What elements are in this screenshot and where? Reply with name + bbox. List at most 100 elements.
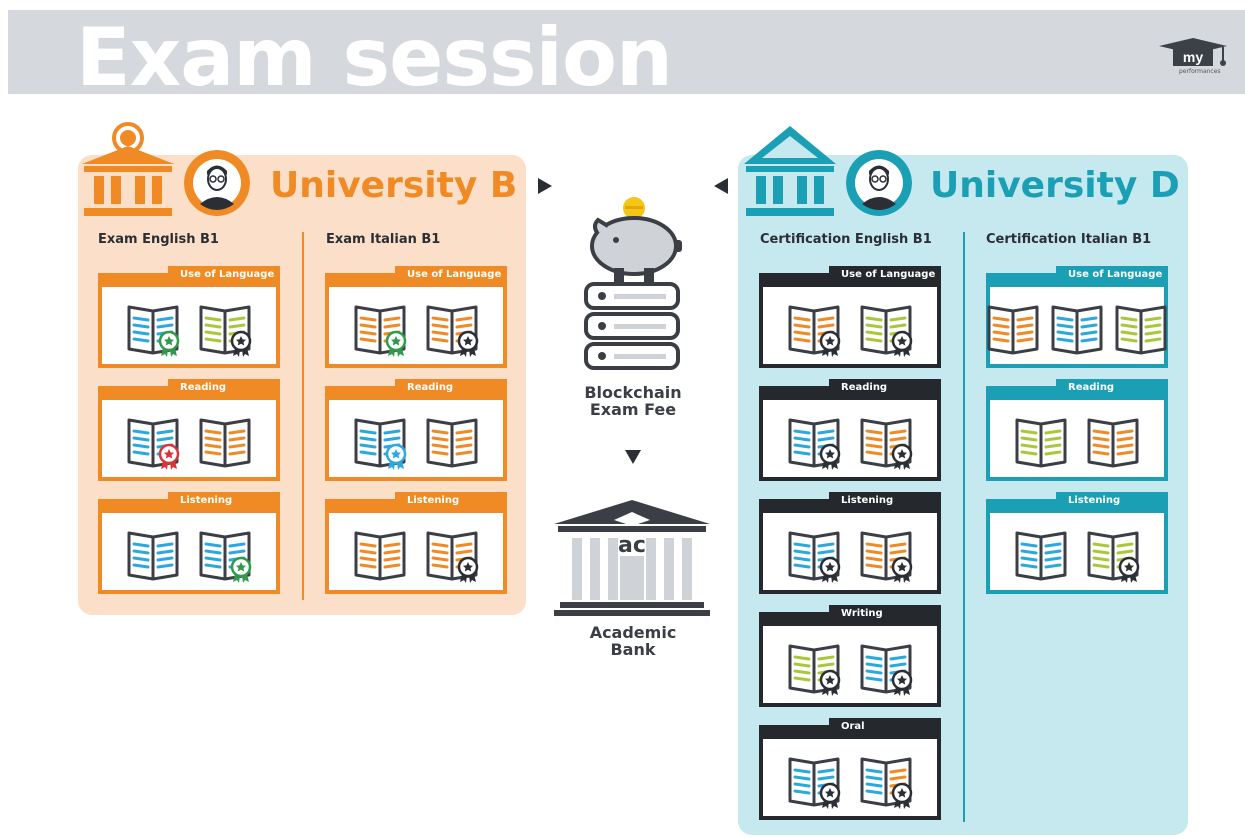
certified-book-icon [784, 412, 844, 472]
certified-book-icon [422, 299, 482, 359]
card-body [98, 396, 280, 481]
card-books [763, 412, 937, 472]
card-body [759, 396, 941, 481]
card-books [763, 525, 937, 585]
exam-card-use-of-language: Use of Language [325, 266, 507, 368]
open-book-icon [1011, 525, 1071, 585]
exam-card-listening: Listening [98, 492, 280, 594]
university-d-building-icon [744, 126, 836, 216]
card-tab-label: Writing [829, 605, 941, 623]
card-header-strip [325, 499, 396, 511]
card-header-strip [759, 273, 830, 285]
card-books [102, 299, 276, 359]
logo-subtitle: performances [1179, 68, 1221, 75]
card-books [102, 412, 276, 472]
card-body [986, 283, 1168, 368]
open-book-icon [983, 299, 1043, 359]
university-d-avatar-icon [846, 150, 912, 216]
card-books [763, 751, 937, 811]
card-tab-label: Listening [829, 492, 941, 510]
blockchain-piggy-server-icon [584, 197, 682, 370]
card-books [102, 525, 276, 585]
header-bar: Exam session my performances [8, 10, 1245, 94]
certified-book-icon [123, 412, 183, 472]
open-book-icon [1083, 412, 1143, 472]
card-books [763, 299, 937, 359]
column-title-cert-english: Certification English B1 [760, 232, 932, 247]
exam-card-use-of-language: Use of Language [98, 266, 280, 368]
column-title-exam-italian: Exam Italian B1 [326, 232, 441, 247]
certified-book-icon [856, 412, 916, 472]
card-header-strip [986, 386, 1057, 398]
card-books [329, 299, 503, 359]
card-header-strip [759, 725, 830, 737]
exam-card-listening: Listening [325, 492, 507, 594]
open-book-icon [1111, 299, 1171, 359]
certified-book-icon [856, 638, 916, 698]
card-tab-label: Use of Language [1056, 266, 1168, 284]
card-books [329, 525, 503, 585]
exam-card-use-of-language: Use of Language [986, 266, 1168, 368]
exam-card-reading: Reading [98, 379, 280, 481]
university-b-title: University B [270, 165, 518, 206]
certified-book-icon [784, 751, 844, 811]
card-books [329, 412, 503, 472]
exam-card-listening: Listening [986, 492, 1168, 594]
certified-book-icon [422, 525, 482, 585]
page-title: Exam session [76, 11, 673, 95]
card-body [325, 509, 507, 594]
exam-card-listening: Listening [759, 492, 941, 594]
certified-book-icon [123, 299, 183, 359]
myperformances-logo: my performances [1157, 32, 1231, 80]
card-body [325, 396, 507, 481]
card-header-strip [98, 386, 169, 398]
card-books [763, 638, 937, 698]
blockchain-exam-fee-label: Blockchain Exam Fee [584, 383, 682, 419]
card-body [759, 283, 941, 368]
exam-card-oral: Oral [759, 718, 941, 820]
university-d-title: University D [930, 165, 1180, 206]
card-body [759, 622, 941, 707]
card-body [986, 396, 1168, 481]
card-tab-label: Listening [168, 492, 280, 510]
academic-bank-label: Academic Bank [589, 623, 677, 659]
arrow-left-icon [714, 178, 728, 194]
academic-bank-symbol: ac [618, 533, 646, 558]
card-header-strip [986, 499, 1057, 511]
card-header-strip [986, 273, 1057, 285]
exam-card-reading: Reading [759, 379, 941, 481]
university-d-divider [963, 232, 965, 822]
certified-book-icon [856, 299, 916, 359]
open-book-icon [422, 412, 482, 472]
arrow-down-icon [625, 450, 641, 464]
card-header-strip [325, 273, 396, 285]
open-book-icon [1047, 299, 1107, 359]
certified-book-icon [195, 299, 255, 359]
card-tab-label: Listening [395, 492, 507, 510]
card-header-strip [759, 612, 830, 624]
university-b-avatar-icon [184, 150, 250, 216]
card-header-strip [98, 499, 169, 511]
card-header-strip [325, 386, 396, 398]
certified-book-icon [195, 525, 255, 585]
card-header-strip [759, 499, 830, 511]
card-books [990, 412, 1164, 472]
card-body [98, 509, 280, 594]
card-tab-label: Reading [395, 379, 507, 397]
card-books [990, 525, 1164, 585]
exam-card-writing: Writing [759, 605, 941, 707]
card-header-strip [759, 386, 830, 398]
card-header-strip [98, 273, 169, 285]
open-book-icon [195, 412, 255, 472]
card-body [98, 283, 280, 368]
university-b-building-icon [82, 122, 174, 216]
exam-card-use-of-language: Use of Language [759, 266, 941, 368]
exam-card-reading: Reading [986, 379, 1168, 481]
card-body [325, 283, 507, 368]
certified-book-icon [784, 525, 844, 585]
university-b-divider [302, 232, 304, 600]
card-tab-label: Oral [829, 718, 941, 736]
arrow-right-icon [538, 178, 552, 194]
card-body [759, 735, 941, 820]
column-title-cert-italian: Certification Italian B1 [986, 232, 1152, 247]
